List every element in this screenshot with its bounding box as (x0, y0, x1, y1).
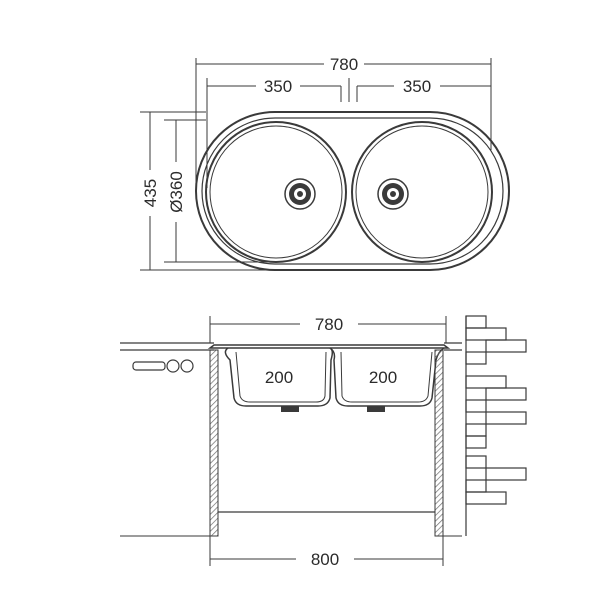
left-drain (284, 178, 316, 210)
right-bowl-inner-profile (340, 351, 433, 403)
top-height-dimension: 435 (141, 112, 160, 270)
side-view: 780 200 200 800 (120, 315, 527, 569)
left-bowl-inner-profile (235, 351, 327, 403)
sink-inner-rim (201, 117, 504, 265)
brick-wall (465, 315, 527, 536)
left-bowl-inner (209, 125, 343, 259)
right-bowl-depth-label: 200 (369, 368, 397, 387)
top-height-label: 435 (141, 179, 160, 207)
cabinet-width-label: 800 (311, 550, 339, 569)
sink-flange (207, 344, 451, 349)
cabinet-width-dimension: 800 (210, 550, 443, 569)
left-bowl (205, 121, 347, 263)
right-drain (377, 178, 409, 210)
top-bowl-width-dimensions: 350 350 (207, 77, 491, 96)
top-view-extension-lines (140, 58, 492, 271)
side-view-extension-lines (209, 316, 447, 566)
side-width-label: 780 (315, 315, 343, 334)
left-bowl-depth-label: 200 (265, 368, 293, 387)
side-width-dimension: 780 (210, 315, 446, 334)
top-view: 780 350 350 435 Ø360 (140, 55, 510, 271)
bowl-diameter-dimension: Ø360 (167, 120, 186, 262)
top-right-bowl-width-label: 350 (403, 77, 431, 96)
right-drain-stub (367, 406, 385, 412)
bowl-diameter-label: Ø360 (167, 171, 186, 213)
drawer-handle (132, 359, 194, 373)
top-left-bowl-width-label: 350 (264, 77, 292, 96)
right-bowl-inner (355, 125, 489, 259)
countertop (120, 342, 462, 351)
cabinet-left-wall (209, 349, 219, 537)
top-width-label: 780 (330, 55, 358, 74)
right-bowl (351, 121, 493, 263)
left-drain-stub (281, 406, 299, 412)
top-width-dimension: 780 (196, 55, 491, 74)
cabinet-right-wall (434, 349, 444, 537)
